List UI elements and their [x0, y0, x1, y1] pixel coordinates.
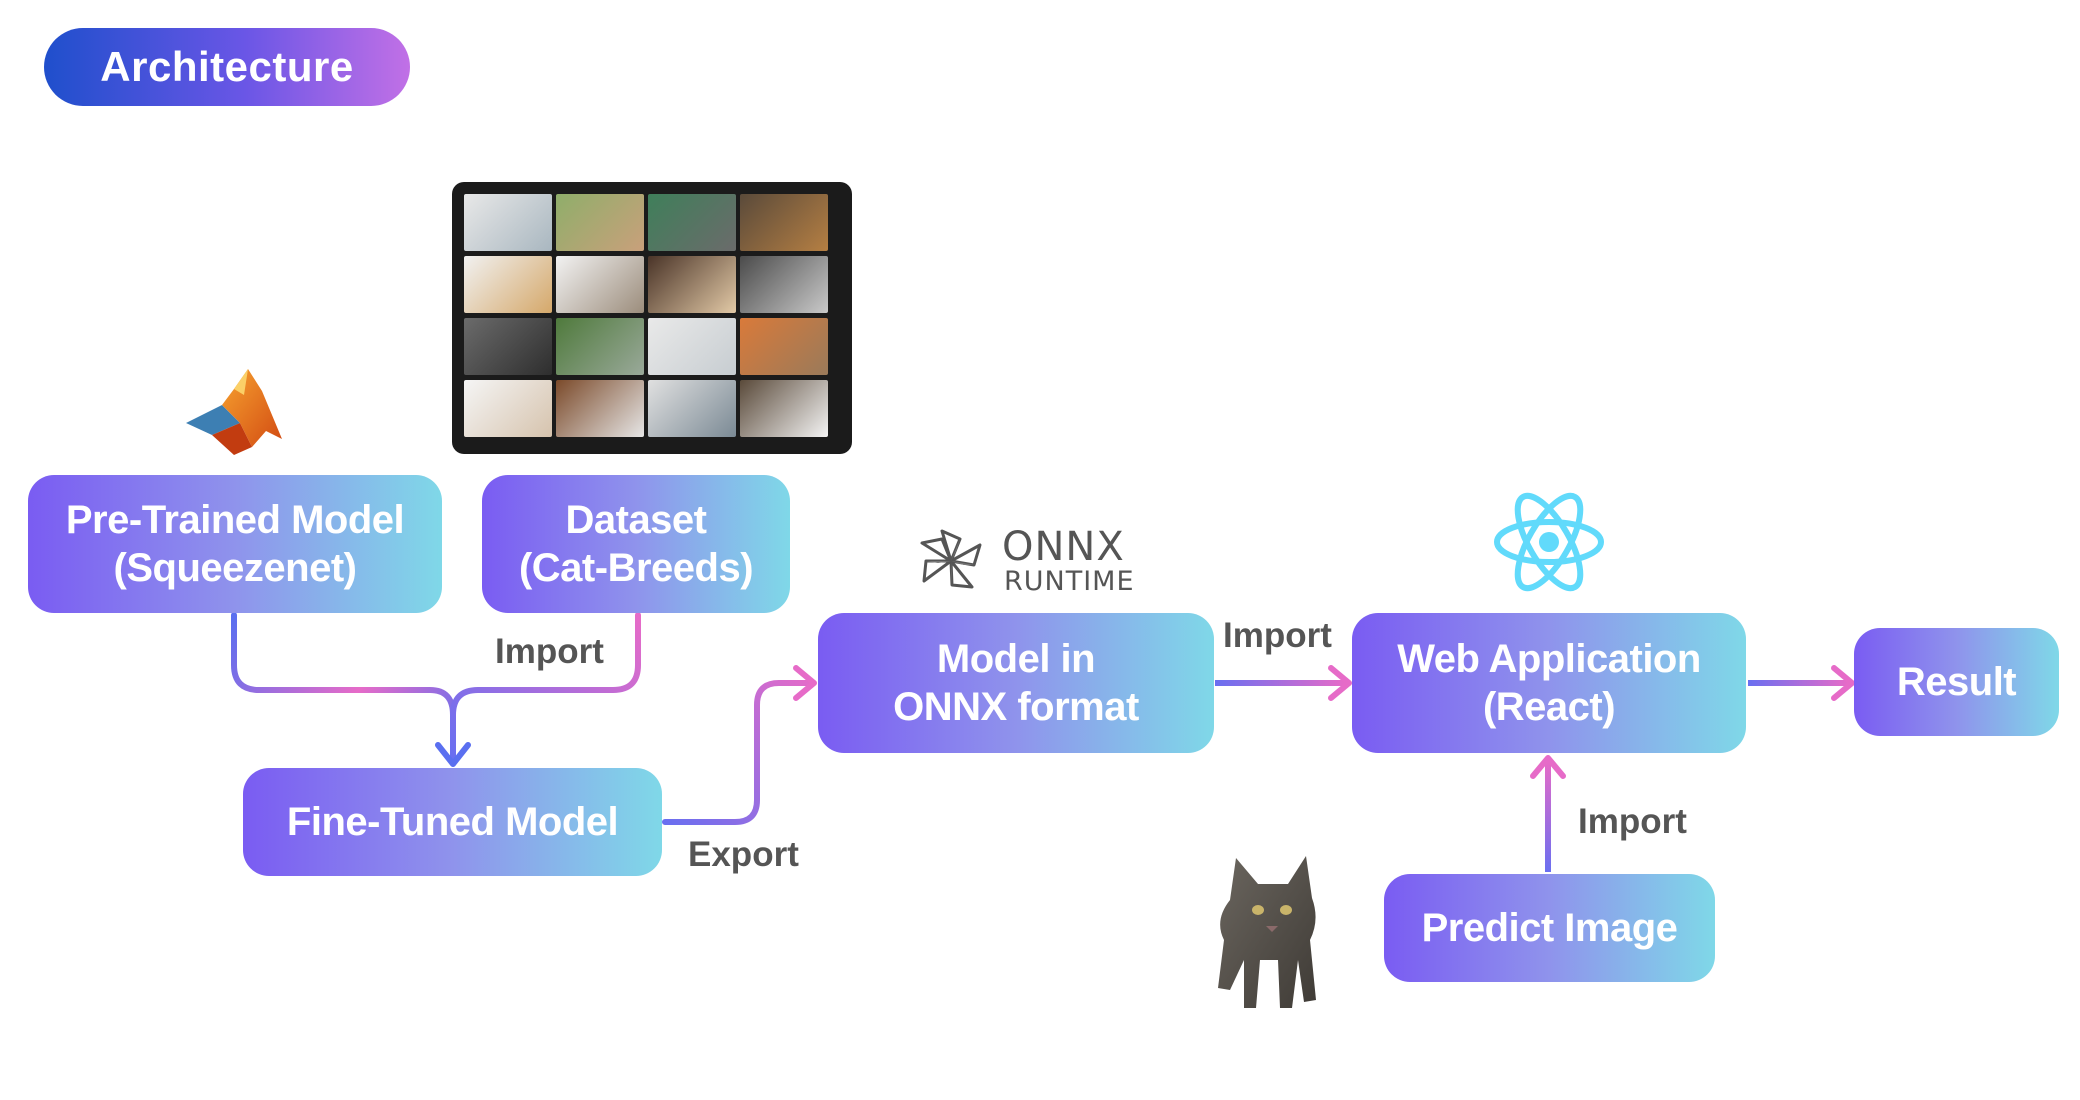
pretrained-model-node: Pre-Trained Model (Squeezenet) — [28, 475, 442, 613]
cat-photo — [464, 256, 552, 313]
cat-photo — [464, 318, 552, 375]
cat-photo — [740, 194, 828, 251]
cat-photo — [464, 194, 552, 251]
edge-label-dataset-import: Import — [495, 632, 604, 671]
arrow-predict-to-webapp — [1545, 762, 1551, 872]
predict-image-node: Predict Image — [1384, 874, 1715, 982]
onnx-pinwheel-icon — [920, 529, 982, 589]
cat-photo — [556, 194, 644, 251]
cat-photo — [740, 318, 828, 375]
web-application-subtitle: (React) — [1482, 685, 1616, 729]
dataset-subtitle: (Cat-Breeds) — [518, 546, 754, 590]
cat-photo-predict — [1200, 840, 1340, 1015]
cat-photo — [740, 256, 828, 313]
arrow-export — [662, 680, 815, 825]
arrowhead-finetuned — [435, 742, 471, 767]
onnx-logo-text: ONNX — [1002, 524, 1125, 570]
web-application-node: Web Application (React) — [1352, 613, 1746, 753]
onnx-model-node: Model in ONNX format — [818, 613, 1214, 753]
react-icon — [1492, 490, 1607, 595]
matlab-icon — [182, 365, 287, 460]
pretrained-model-subtitle: (Squeezenet) — [113, 546, 357, 590]
cat-photo — [556, 380, 644, 437]
edge-label-predict-import: Import — [1578, 802, 1687, 841]
predict-image-label: Predict Image — [1421, 906, 1678, 950]
fine-tuned-model-label: Fine-Tuned Model — [286, 800, 619, 844]
fine-tuned-model-node: Fine-Tuned Model — [243, 768, 662, 876]
cat-photo — [556, 318, 644, 375]
cat-photo — [648, 194, 736, 251]
onnx-model-subtitle: ONNX format — [893, 685, 1139, 729]
cat-photo — [464, 380, 552, 437]
edge-label-onnx-import: Import — [1223, 616, 1332, 655]
dataset-title: Dataset — [565, 498, 707, 542]
arrow-onnx-to-webapp — [1215, 680, 1345, 686]
arrowhead-result — [1831, 665, 1855, 701]
cat-photo — [648, 380, 736, 437]
cat-photo — [648, 256, 736, 313]
onnx-runtime-logo: ONNX RUNTIME — [912, 524, 1134, 600]
result-label: Result — [1896, 660, 2017, 704]
arrow-webapp-to-result — [1748, 680, 1848, 686]
arrowhead-webapp — [1328, 665, 1352, 701]
cat-photo — [740, 380, 828, 437]
cat-photo — [648, 318, 736, 375]
arrow-pretrained-to-finetuned — [231, 612, 456, 763]
onnx-logo-subtext: RUNTIME — [1004, 566, 1135, 597]
arrow-dataset-to-finetuned — [450, 612, 641, 763]
arrowhead-onnx — [793, 665, 817, 701]
onnx-model-title: Model in — [936, 637, 1096, 681]
edge-label-export: Export — [688, 835, 799, 874]
arrowhead-webapp-bottom — [1530, 755, 1566, 779]
pretrained-model-title: Pre-Trained Model — [65, 498, 405, 542]
page-title: Architecture — [44, 28, 410, 106]
web-application-title: Web Application — [1397, 637, 1701, 681]
result-node: Result — [1854, 628, 2059, 736]
dataset-image-collage — [452, 182, 852, 454]
cat-photo — [556, 256, 644, 313]
dataset-node: Dataset (Cat-Breeds) — [482, 475, 790, 613]
